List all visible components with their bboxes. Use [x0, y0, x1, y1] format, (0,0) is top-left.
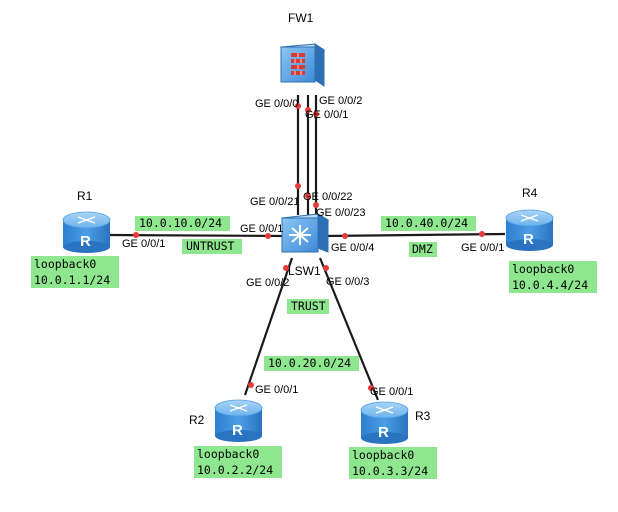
port-dot — [133, 232, 139, 238]
loopback-ip-r4: 10.0.4.4/24 — [512, 278, 588, 292]
port-label-r4-g001: GE 0/0/1 — [461, 242, 504, 254]
port-label-sw-g022: GE 0/0/22 — [303, 191, 353, 203]
zone-tag-bg — [287, 299, 329, 314]
svg-text:R: R — [523, 231, 534, 248]
loopback-name-r4: loopback0 — [512, 262, 574, 276]
subnet-tag-bg — [135, 216, 230, 231]
r2-label: R2 — [189, 413, 205, 427]
zone-label-trust: TRUST — [291, 299, 326, 313]
port-label-r2-g001: GE 0/0/1 — [255, 384, 298, 396]
r4-label: R4 — [522, 186, 538, 200]
port-dot — [295, 183, 301, 189]
link-lsw1-r2 — [243, 257, 294, 396]
port-dot — [283, 265, 289, 271]
link-r1-lsw1 — [109, 233, 286, 238]
router-icon-r1[interactable]: R — [62, 211, 111, 253]
port-dot — [305, 107, 311, 113]
link-lsw1-r4 — [324, 232, 506, 238]
subnet-label-10: 10.0.10.0/24 — [139, 216, 222, 230]
router-icon-r3[interactable]: R — [360, 401, 409, 444]
loopback-name-r1: loopback0 — [34, 257, 96, 271]
loopback-tag-bg — [194, 446, 282, 478]
link-lsw1-r3 — [318, 257, 380, 401]
port-label-sw-g023: GE 0/0/23 — [316, 207, 366, 219]
router-icon-r4[interactable]: R — [505, 209, 554, 251]
loopback-tag-bg — [31, 256, 119, 288]
port-dots — [133, 103, 485, 391]
subnet-label-20: 10.0.20.0/24 — [268, 356, 351, 370]
router-icon-r2[interactable]: R — [214, 399, 263, 442]
zone-label-dmz: DMZ — [412, 242, 433, 256]
port-dot — [305, 193, 311, 199]
loopback-ip-r3: 10.0.3.3/24 — [352, 464, 428, 478]
port-dot — [313, 202, 319, 208]
subnet-label-40: 10.0.40.0/24 — [385, 216, 468, 230]
fw1-label: FW1 — [288, 11, 314, 25]
port-dot — [368, 385, 374, 391]
port-label-fw-g001: GE 0/0/1 — [305, 109, 348, 121]
port-label-sw-g002: GE 0/0/2 — [246, 277, 289, 289]
svg-text:R: R — [80, 233, 91, 250]
lsw1-label: LSW1 — [288, 264, 321, 278]
port-dot — [265, 233, 271, 239]
loopback-tag-bg — [349, 447, 437, 479]
port-dot — [342, 233, 348, 239]
port-dot — [295, 103, 301, 109]
loopback-ip-r1: 10.0.1.1/24 — [34, 273, 110, 287]
subnet-tag-bg — [264, 356, 359, 371]
port-label-fw-g002: GE 0/0/2 — [319, 95, 362, 107]
r3-label: R3 — [415, 409, 431, 423]
port-label-sw-g001: GE 0/0/1 — [240, 223, 283, 235]
port-dot — [479, 231, 485, 237]
port-label-sw-g003: GE 0/0/3 — [326, 276, 369, 288]
port-label-r1-g001: GE 0/0/1 — [122, 238, 165, 250]
port-dot — [323, 265, 329, 271]
port-label-sw-g021: GE 0/0/21 — [250, 196, 300, 208]
r1-label: R1 — [77, 189, 93, 203]
port-label-sw-g004: GE 0/0/4 — [331, 242, 374, 254]
port-dot — [313, 111, 319, 117]
port-label-fw-g000: GE 0/0/0 — [255, 98, 298, 110]
loopback-name-r2: loopback0 — [197, 447, 259, 461]
zone-tag-bg — [182, 239, 242, 254]
loopback-ip-r2: 10.0.2.2/24 — [197, 463, 273, 477]
zone-label-untrust: UNTRUST — [186, 239, 235, 253]
firewall-icon[interactable] — [279, 43, 326, 87]
svg-text:R: R — [232, 422, 243, 439]
loopback-name-r3: loopback0 — [352, 448, 414, 462]
port-label-r3-g001: GE 0/0/1 — [370, 386, 413, 398]
switch-icon[interactable] — [280, 213, 330, 253]
loopback-tag-bg — [509, 261, 597, 293]
svg-text:R: R — [378, 424, 389, 441]
port-dot — [248, 382, 254, 388]
subnet-tag-bg — [381, 216, 476, 231]
zone-tag-bg — [409, 242, 437, 257]
